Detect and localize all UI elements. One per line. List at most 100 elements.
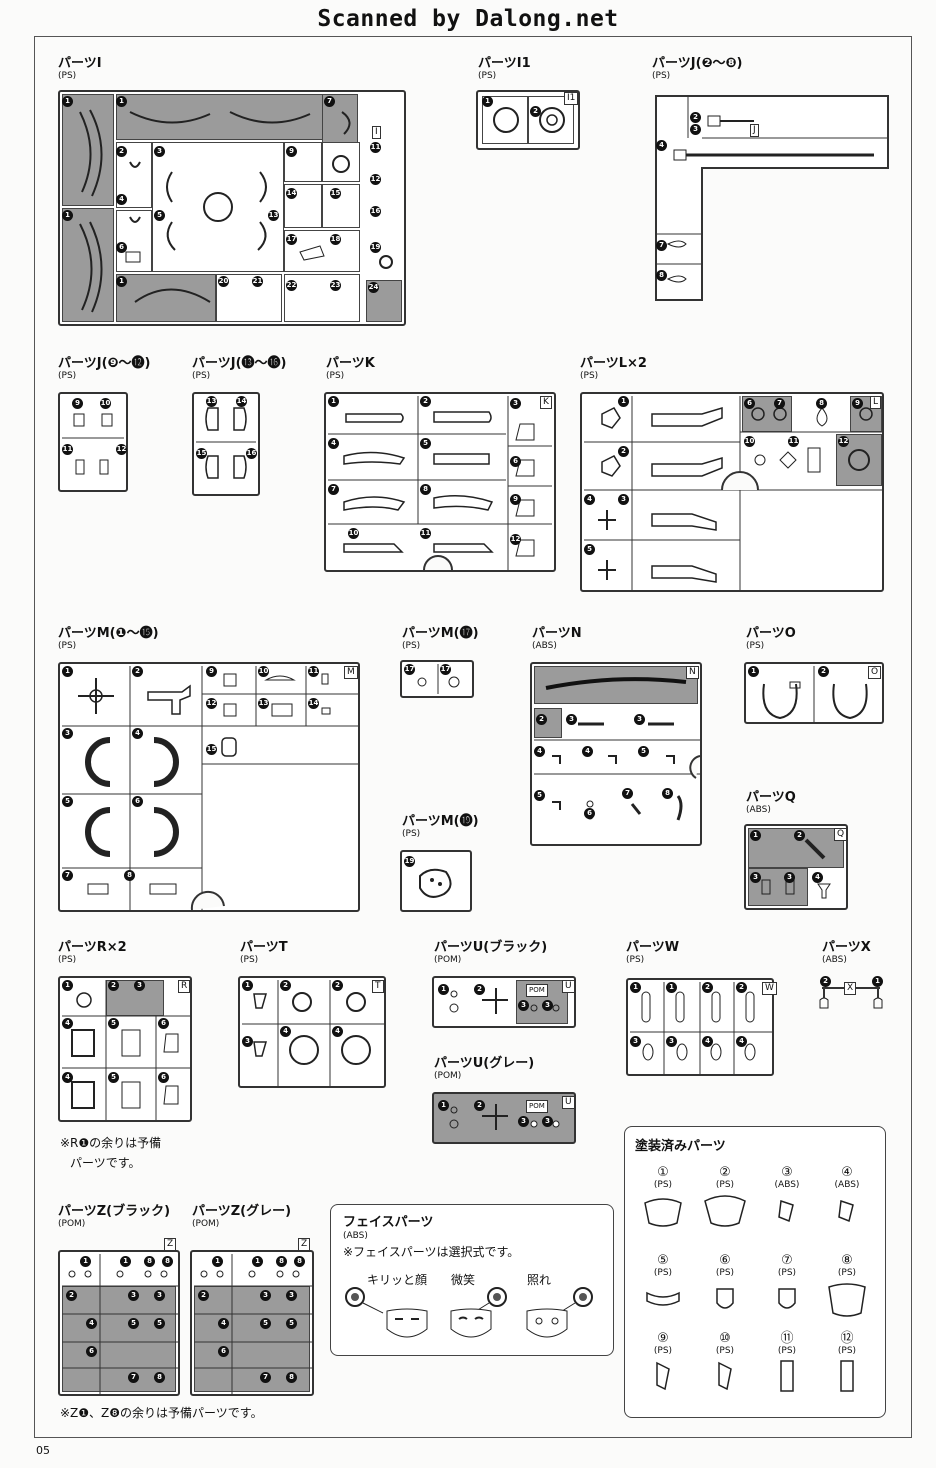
sprue-k: 1 2 3 4 5 6 7 8 9 10 11 12 K (324, 392, 556, 572)
sheet-n-label: パーツN (ABS) (532, 626, 582, 652)
sheet-title: パーツN (532, 626, 582, 641)
painted-part-number: ② (719, 1165, 731, 1180)
part-number: 1 (116, 96, 127, 107)
painted-part-material: (PS) (837, 1268, 857, 1278)
sprue-letter: M (344, 666, 358, 679)
sheet-material: (PS) (626, 955, 645, 965)
sprue-o-drawing (762, 666, 868, 722)
sheet-j-9-12-label: パーツJ(❾～⓬) (PS) (58, 356, 150, 382)
part-number: 5 (108, 1018, 119, 1029)
part-number: 1 (438, 984, 449, 995)
part-number: 3 (510, 398, 521, 409)
part-number: 3 (690, 124, 701, 135)
sheet-j-13-16-label: パーツJ(⓭～⓰) (PS) (192, 356, 286, 382)
part-number: 5 (638, 746, 649, 757)
sprue-u-gray: 1 2 3 3 POM U (432, 1092, 576, 1144)
part-number: 8 (162, 1256, 173, 1267)
part-number: 1 (116, 276, 127, 287)
sprue-l-drawing (584, 396, 882, 590)
part-number: 7 (656, 240, 667, 251)
part-number: 1 (438, 1100, 449, 1111)
sheet-material: (PS) (58, 371, 77, 381)
sheet-material: (PS) (402, 829, 421, 839)
part-number: 3 (154, 146, 165, 157)
sheet-material: (PS) (326, 371, 345, 381)
part-number: 13 (268, 210, 279, 221)
part-number: 3 (518, 1000, 529, 1011)
part-number: 17 (404, 664, 415, 675)
part-number: 11 (788, 436, 799, 447)
part-number: 9 (286, 146, 297, 157)
part-number: 10 (348, 528, 359, 539)
part-number: 15 (196, 448, 207, 459)
painted-part-number: ⑨ (657, 1331, 669, 1346)
sprue-letter: Z (298, 1238, 311, 1251)
painted-part-item: ⑧(PS) (823, 1254, 871, 1323)
painted-part-shape (778, 1199, 794, 1223)
part-number: 1 (62, 96, 73, 107)
face-parts-box: フェイスパーツ (ABS) ※フェイスパーツは選択式です。 キリッと顔 微笑 照… (330, 1204, 614, 1356)
painted-part-material: (PS) (777, 1346, 797, 1356)
part-number: 11 (420, 528, 431, 539)
sprue-x: 2 1 X (818, 974, 884, 1014)
part-number: 10 (258, 666, 269, 677)
part-number: 6 (158, 1018, 169, 1029)
part-number: 8 (656, 270, 667, 281)
part-number: 1 (212, 1256, 223, 1267)
part-number: 3 (542, 1116, 553, 1127)
sheet-material: (PS) (58, 955, 77, 965)
sheet-title: パーツI1 (478, 56, 531, 71)
part-number: 2 (280, 980, 291, 991)
part-number: 4 (116, 194, 127, 205)
part-number: 1 (750, 830, 761, 841)
part-number: 19 (404, 856, 415, 867)
painted-parts-title: 塗装済みパーツ (635, 1139, 726, 1154)
part-number: 6 (584, 808, 595, 819)
sprue-letter: O (868, 666, 882, 679)
painted-part-number: ⑫ (840, 1331, 854, 1346)
part-number: 1 (252, 1256, 263, 1267)
part-number: 4 (280, 1026, 291, 1037)
part-number: 4 (62, 1018, 73, 1029)
sprue-i1-drawing (493, 107, 565, 133)
sheet-m-19-label: パーツM(⓳) (PS) (402, 814, 479, 840)
part-number: 6 (116, 242, 127, 253)
sheet-material: (POM) (434, 955, 462, 965)
face-parts-material: (ABS) (343, 1231, 368, 1241)
sprue-letter: J (750, 124, 759, 137)
painted-part-material: (PS) (653, 1180, 673, 1190)
part-number: 4 (332, 1026, 343, 1037)
part-number: 3 (260, 1290, 271, 1301)
sprue-i1: 1 2 I1 (476, 90, 580, 150)
painted-part-item: ④(ABS) (823, 1165, 871, 1235)
part-number: 4 (584, 494, 595, 505)
part-number: 13 (258, 698, 269, 709)
sprue-j-9-12: 9 10 11 12 (58, 392, 128, 492)
page-number: 05 (36, 1444, 50, 1457)
sheet-j-2-8-label: パーツJ(❷～❽) (PS) (652, 56, 742, 82)
part-number: 1 (62, 210, 73, 221)
sprue-z-gray-drawing (194, 1254, 312, 1394)
painted-part-material: (ABS) (774, 1180, 800, 1190)
painted-part-item: ②(PS) (701, 1165, 749, 1235)
painted-part-number: ⑪ (780, 1331, 794, 1346)
painted-part-item: ⑦(PS) (763, 1254, 811, 1323)
painted-part-shape (704, 1195, 746, 1227)
part-number: 12 (206, 698, 217, 709)
sprue-m-19: 19 (400, 850, 472, 912)
sprue-n: 2 3 3 4 4 5 5 6 7 8 N (530, 662, 702, 846)
part-number: 6 (132, 796, 143, 807)
sheet-material: (PS) (240, 955, 259, 965)
scan-credit: Scanned by Dalong.net (317, 6, 619, 32)
part-number: 4 (656, 140, 667, 151)
part-number: 7 (128, 1372, 139, 1383)
painted-part-shape (716, 1288, 734, 1309)
painted-part-number: ④ (841, 1165, 853, 1180)
part-number: 1 (328, 396, 339, 407)
part-number: 2 (108, 980, 119, 991)
part-number: 8 (124, 870, 135, 881)
sprue-u-gray-drawing (449, 1104, 560, 1130)
part-number: 3 (128, 1290, 139, 1301)
painted-parts-box: 塗装済みパーツ ①(PS)②(PS)③(ABS)④(ABS)⑤(PS)⑥(PS)… (624, 1126, 886, 1418)
